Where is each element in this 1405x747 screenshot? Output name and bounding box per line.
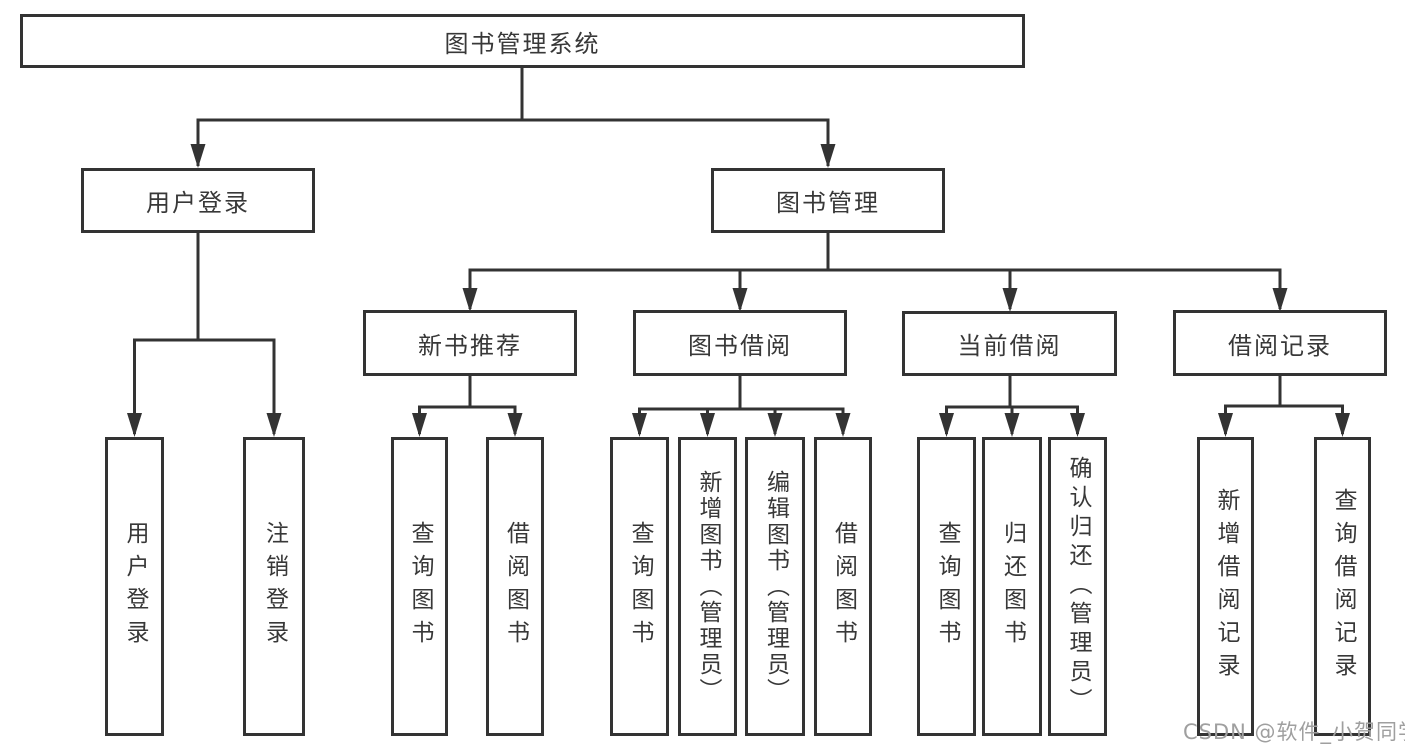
leaf-add-borrow-record: 新增借阅记录	[1197, 437, 1254, 736]
leaf-return-books: 归还图书	[982, 437, 1042, 736]
node-book-borrowing: 图书借阅	[633, 310, 847, 376]
node-new-book-recommendation: 新书推荐	[363, 310, 577, 376]
node-borrowing-records: 借阅记录	[1173, 310, 1387, 376]
leaf-add-borrow-record-label: 新增借阅记录	[1213, 487, 1239, 686]
leaf-query-borrow-record-label: 查询借阅记录	[1330, 487, 1356, 686]
leaf-edit-books-admin-label: 编辑图书（管理员）	[762, 469, 789, 704]
leaf-add-books-admin-label: 新增图书（管理员）	[695, 469, 721, 704]
leaf-borrow-books-2: 借阅图书	[814, 437, 872, 736]
leaf-query-books-2-label: 查询图书	[627, 520, 653, 653]
leaf-borrow-books-2-label: 借阅图书	[830, 520, 857, 653]
leaf-query-books-1-label: 查询图书	[407, 520, 433, 653]
leaf-edit-books-admin: 编辑图书（管理员）	[745, 437, 805, 736]
leaf-return-books-label: 归还图书	[999, 520, 1026, 653]
leaf-borrow-books-1: 借阅图书	[486, 437, 544, 736]
leaf-user-login-label: 用户登录	[122, 520, 148, 653]
node-current-borrowing: 当前借阅	[902, 311, 1117, 376]
leaf-query-books-2: 查询图书	[610, 437, 669, 736]
leaf-logout-label: 注销登录	[261, 520, 288, 653]
arrowheads	[127, 144, 1350, 437]
leaf-query-books-3-label: 查询图书	[934, 520, 960, 653]
node-user-login-branch: 用户登录	[81, 168, 315, 233]
leaf-logout: 注销登录	[243, 437, 305, 736]
leaf-query-books-3: 查询图书	[917, 437, 976, 736]
leaf-user-login: 用户登录	[105, 437, 164, 736]
leaf-query-borrow-record: 查询借阅记录	[1314, 437, 1371, 736]
leaf-query-books-1: 查询图书	[391, 437, 448, 736]
node-system-root: 图书管理系统	[20, 14, 1025, 68]
node-book-management-branch: 图书管理	[711, 168, 945, 233]
csdn-watermark: CSDN @软件_小贺同学	[1183, 720, 1405, 744]
leaf-add-books-admin: 新增图书（管理员）	[678, 437, 737, 736]
leaf-borrow-books-1-label: 借阅图书	[502, 520, 529, 653]
tree-edges	[133, 68, 1344, 434]
leaf-confirm-return-admin-label: 确认归还（管理员）	[1065, 456, 1091, 717]
leaf-confirm-return-admin: 确认归还（管理员）	[1048, 437, 1107, 736]
